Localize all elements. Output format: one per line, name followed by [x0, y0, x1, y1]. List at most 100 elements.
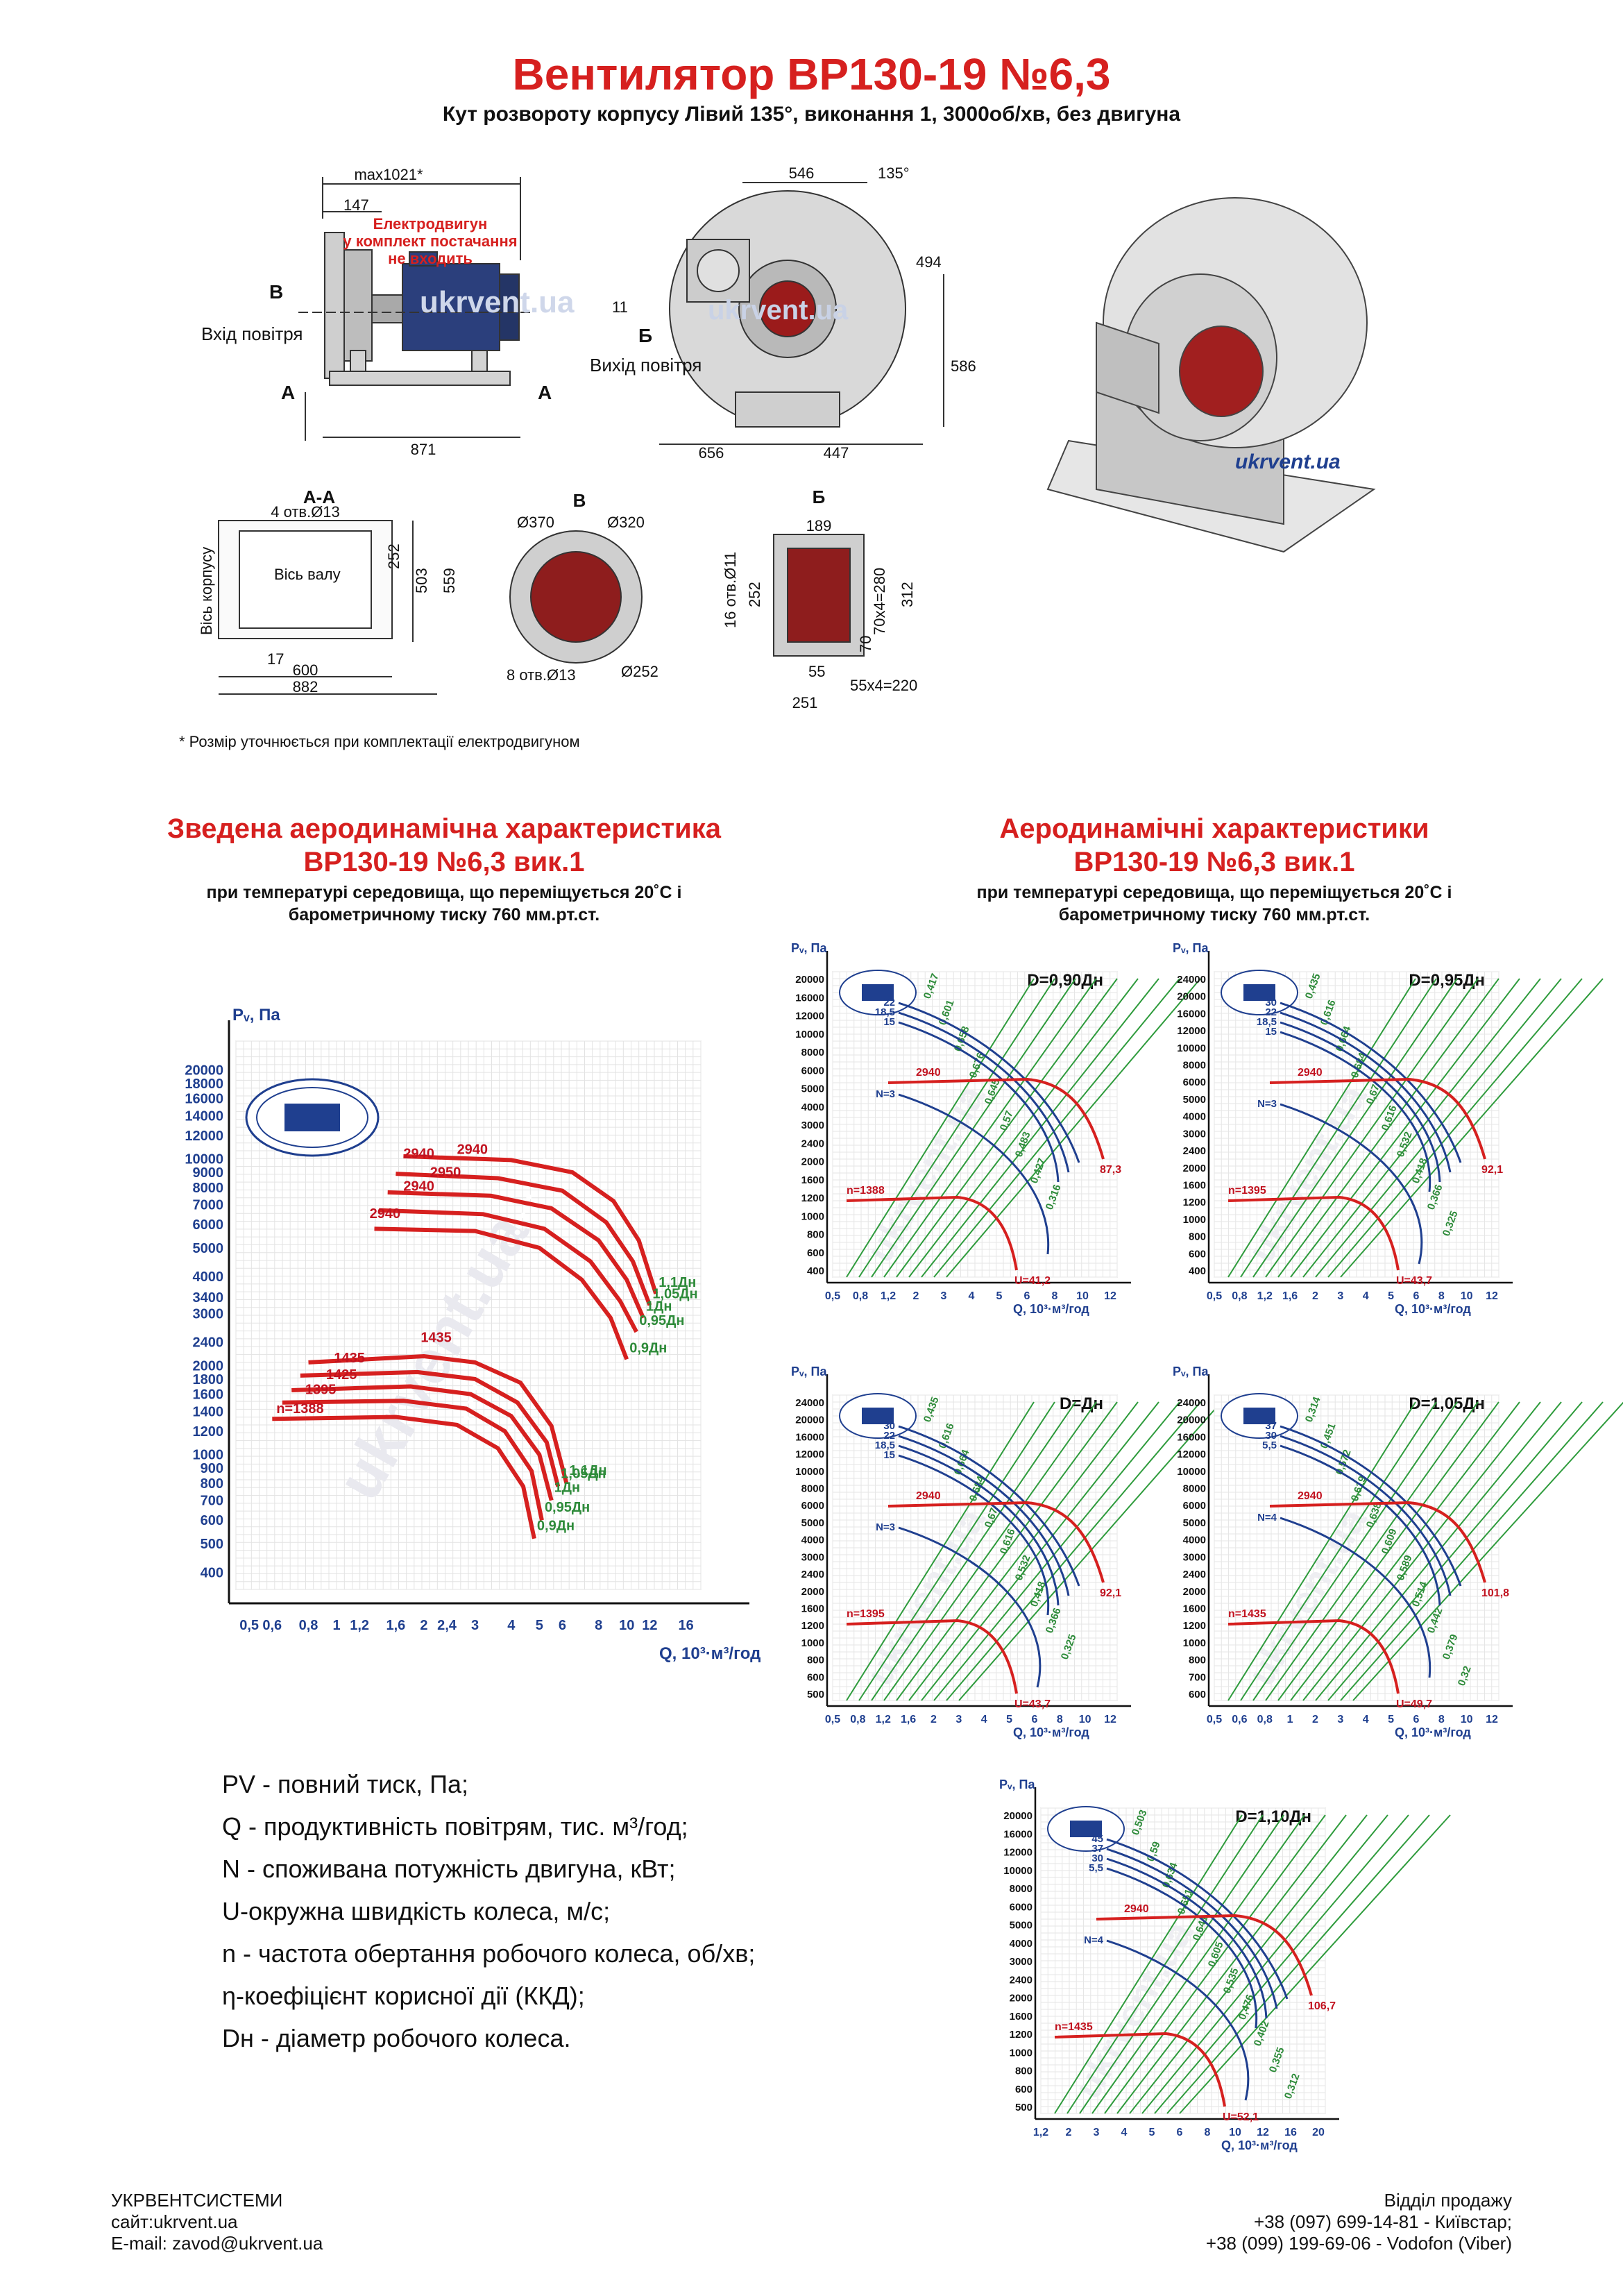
b-55: 55: [808, 663, 825, 680]
y-tick-label: 12000: [1177, 1449, 1206, 1460]
view-b: [773, 534, 865, 657]
y-tick-label: 5000: [1183, 1094, 1206, 1106]
y-tick-label: 14000: [185, 1108, 223, 1124]
air-outlet-label: Вихід повітря: [590, 355, 702, 375]
watermark-front: ukrvent.ua: [708, 295, 849, 326]
efficiency-ray: [1352, 1401, 1623, 1701]
efficiency-ray: [1227, 1401, 1416, 1701]
efficiency-ray: [933, 1401, 1180, 1701]
y-axis-label: Pᵥ, Па: [232, 1006, 280, 1024]
b-220: 55x4=220: [850, 677, 917, 694]
y-tick-label: 8000: [1183, 1060, 1206, 1072]
y-axis-label: Pᵥ, Па: [1173, 1365, 1209, 1378]
sales-phone-2[interactable]: +38 (099) 199-69-06 - Vodofon (Viber): [1205, 2233, 1512, 2254]
efficiency-ray: [896, 978, 1118, 1278]
y-tick-label: 800: [807, 1655, 824, 1666]
rpm-label: n=1395: [847, 1608, 885, 1620]
series-point: [472, 1385, 478, 1391]
side-view: [298, 177, 534, 441]
company-site[interactable]: сайт:ukrvent.ua: [111, 2211, 238, 2232]
speed-label: 87,3: [1100, 1164, 1121, 1176]
v-320: Ø320: [607, 514, 645, 531]
company-email[interactable]: E-mail: zavod@ukrvent.ua: [111, 2233, 323, 2254]
x-tick-label: 2: [931, 1714, 937, 1725]
rpm-label: 2940: [916, 1490, 941, 1502]
power-label: 18,5: [1257, 1016, 1277, 1028]
rpm-label: 2950: [430, 1165, 461, 1180]
series-curve: [403, 1154, 658, 1294]
speed-label: 101,8: [1481, 1587, 1509, 1599]
page-subtitle: Кут розвороту корпусу Лівий 135°, викона…: [442, 103, 1181, 126]
footnote: * Розмір уточнюється при комплектації ел…: [179, 733, 580, 750]
power-label: 30: [1265, 997, 1277, 1008]
y-tick-label: 16000: [1003, 1828, 1033, 1840]
chart-title: D=0,90Дн: [1027, 971, 1103, 990]
y-tick-label: 5000: [1183, 1517, 1206, 1529]
air-inlet-label: Вхід повітря: [201, 323, 303, 344]
power-label: 22: [883, 1430, 895, 1442]
x-tick-label: 2: [1312, 1714, 1318, 1725]
efficiency-ray: [883, 978, 1097, 1278]
dim-max1021: max1021*: [354, 166, 423, 183]
front-view: [659, 182, 944, 445]
efficiency-ray: [1141, 1814, 1388, 2114]
legend-item: Q - продуктивність повітрям, тис. м³/год…: [222, 1812, 688, 1841]
label-v: В: [573, 490, 586, 511]
manufacturer-seal: [839, 1393, 917, 1439]
y-tick-label: 8000: [801, 1483, 824, 1495]
x-tick-label: 0,6: [1232, 1714, 1247, 1725]
x-tick-label: 8: [1052, 1290, 1058, 1302]
efficiency-ray: [946, 978, 1201, 1278]
efficiency-ray: [1104, 1814, 1326, 2114]
y-tick-label: 16000: [1177, 1431, 1206, 1443]
x-tick-label: 10: [1079, 1714, 1091, 1725]
y-tick-label: 500: [807, 1689, 824, 1700]
right-section-heading: Аеродинамічні характеристики ВР130-19 №6…: [867, 812, 1561, 926]
rpm-label: 1425: [326, 1367, 357, 1383]
sales-phone-1[interactable]: +38 (097) 699-14-81 - Київстар;: [1253, 2211, 1512, 2232]
v-370: Ø370: [517, 514, 554, 531]
manufacturer-seal: [1221, 970, 1298, 1015]
view-v: [509, 530, 643, 664]
efficiency-ray: [1091, 1814, 1305, 2114]
rpm-curve-low: [846, 1619, 1018, 1694]
rpm-label: 2940: [1298, 1490, 1323, 1502]
x-tick-label: 5: [1388, 1714, 1394, 1725]
x-tick-label: 12: [1486, 1714, 1498, 1725]
x-tick-label: 2: [913, 1290, 919, 1302]
label-a-right: А: [538, 382, 552, 403]
left-sub-1: при температурі середовища, що переміщує…: [206, 883, 682, 902]
speed-label: U=52,1: [1223, 2111, 1259, 2123]
rpm-label: n=1435: [1055, 2021, 1093, 2033]
x-tick-label: 8: [1057, 1714, 1063, 1725]
footer-sales: Відділ продажу +38 (097) 699-14-81 - Киї…: [1206, 2190, 1512, 2254]
efficiency-ray: [1227, 978, 1416, 1278]
y-tick-label: 600: [1015, 2084, 1033, 2095]
series-point: [476, 1370, 482, 1376]
y-tick-label: 600: [201, 1513, 223, 1528]
x-tick-label: 12: [1486, 1290, 1498, 1302]
x-tick-label: 2: [1312, 1290, 1318, 1302]
x-tick-label: 4: [1363, 1714, 1369, 1725]
y-tick-label: 5000: [801, 1517, 824, 1529]
power-curve: [1280, 1425, 1462, 1587]
x-tick-label: 1: [332, 1618, 340, 1633]
x-tick-label: 12: [1104, 1290, 1116, 1302]
y-tick-label: 1000: [801, 1637, 824, 1649]
efficiency-ray: [871, 1401, 1076, 1701]
right-sub-1: при температурі середовища, що переміщує…: [976, 883, 1452, 902]
left-sub-2: барометричному тиску 760 мм.рт.ст.: [288, 905, 600, 925]
y-tick-label: 20000: [795, 1415, 824, 1426]
rpm-curve-low: [846, 1195, 1018, 1271]
y-tick-label: 20000: [795, 974, 824, 986]
y-tick-label: 2400: [801, 1569, 824, 1580]
y-tick-label: 2000: [193, 1358, 224, 1374]
y-tick-label: 10000: [1177, 1043, 1206, 1054]
power-curve: [898, 1526, 1042, 1688]
y-axis-label: Pᵥ, Па: [791, 1365, 827, 1378]
y-tick-label: 1200: [801, 1620, 824, 1632]
power-curve: [1106, 1838, 1289, 2000]
rpm-curve-high: [887, 1077, 1105, 1160]
y-tick-label: 700: [201, 1494, 223, 1509]
